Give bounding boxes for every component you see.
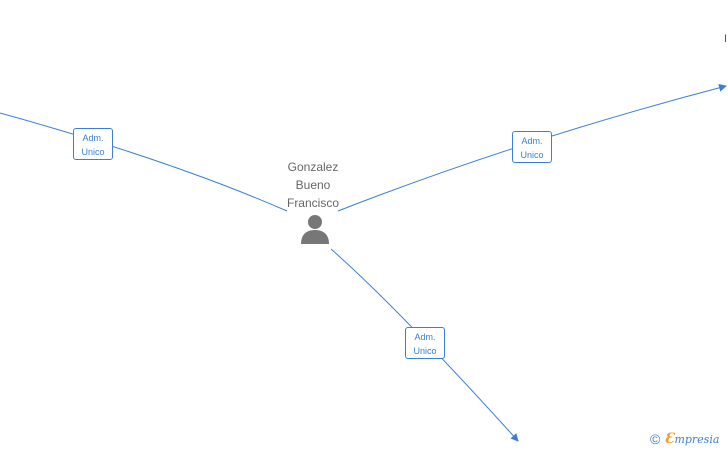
copyright-icon: © (650, 431, 661, 447)
brand-initial: Ɛ (664, 431, 675, 447)
brand-rest: mpresia (674, 433, 720, 446)
clipped-node-label: I (724, 33, 728, 45)
role-label-line2: Unico (81, 147, 105, 157)
role-label-line1: Adm. (521, 136, 543, 146)
role-label-line2: Unico (413, 346, 437, 356)
person-name-line1: Gonzalez (287, 160, 339, 174)
person-icon[interactable] (299, 214, 331, 244)
person-name-line2: Bueno (295, 178, 331, 192)
brand-logo: Ɛmpresia (664, 431, 719, 447)
role-label-line1: Adm. (82, 133, 104, 143)
role-label-line2: Unico (520, 150, 544, 160)
role-box-down[interactable]: Adm. Unico (405, 327, 445, 359)
role-label-line1: Adm. (414, 332, 436, 342)
role-box-left[interactable]: Adm. Unico (73, 128, 113, 160)
edge-left (0, 112, 288, 212)
person-name-line3: Francisco (286, 196, 339, 210)
person-name[interactable]: Gonzalez Bueno Francisco (262, 158, 364, 212)
role-box-right[interactable]: Adm. Unico (512, 131, 552, 163)
watermark: © Ɛmpresia (650, 430, 719, 448)
